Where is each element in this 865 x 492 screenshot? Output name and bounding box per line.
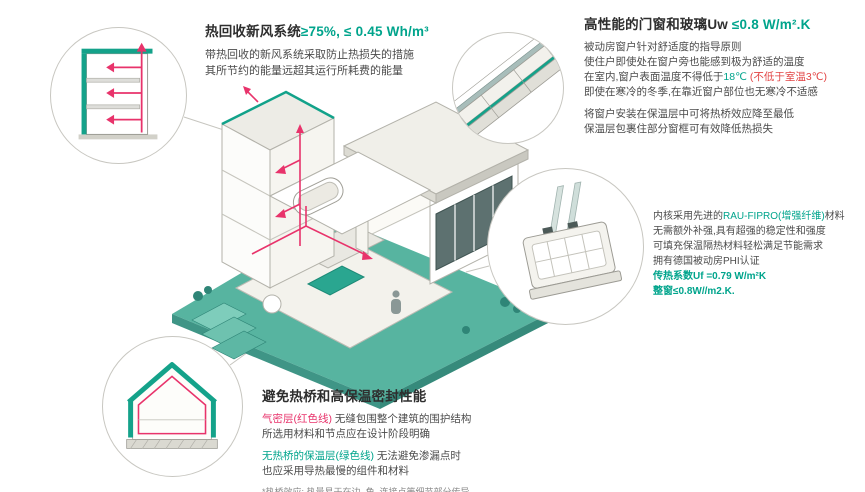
- envelope-insulation-section-detail: [126, 362, 218, 449]
- windows-title-value: ≤0.8 W/m².K: [731, 17, 811, 32]
- text-segment: 材料: [824, 211, 845, 222]
- ventilation-body: 带热回收的新风系统采取防止热损失的措施 其所节约的能量远超其运行所耗费的能量: [205, 47, 505, 79]
- text-line: 内核采用先进的RAU-FIPRO(增强纤维)材料: [653, 209, 865, 224]
- insulation-layer-label: 无热桥的保温层(绿色线): [262, 450, 374, 462]
- text-segment: 内核采用先进的: [653, 211, 723, 222]
- upper-floor-bathroom: [268, 151, 432, 235]
- thermal-title: 避免热桥和高保温密封性能: [262, 389, 427, 404]
- callout-window-profile: [487, 168, 644, 325]
- thermal-body: 气密层(红色线) 无缝包围整个建筑的围护结构 所选用材料和节点应在设计阶段明确 …: [262, 412, 592, 492]
- windows-title-uw: Uw: [707, 17, 732, 32]
- text-line: 即使在寒冷的冬季,在靠近窗户部位也无寒冷不适感: [584, 86, 818, 98]
- ventilation-ducts: [243, 86, 373, 260]
- ventilation-text-block: 热回收新风系统≥75%, ≤ 0.45 Wh/m³ 带热回收的新风系统采取防止热…: [205, 20, 505, 79]
- window-corner-detail: [453, 35, 563, 137]
- uw-window-value: 整窗≤0.8W//m2.K.: [653, 286, 735, 297]
- window-frame-profile-detail: [522, 181, 623, 300]
- profile-body: 内核采用先进的RAU-FIPRO(增强纤维)材料 无需额外补强,具有超强的稳定性…: [653, 209, 865, 299]
- text-line: 其所节约的能量远超其运行所耗费的能量: [205, 65, 403, 77]
- text-segment: 无法避免渗漏点时: [374, 450, 461, 462]
- profile-text-block: 内核采用先进的RAU-FIPRO(增强纤维)材料 无需额外补强,具有超强的稳定性…: [653, 209, 865, 299]
- garden-steps: [191, 302, 267, 360]
- ventilation-title: 热回收新风系统≥75%, ≤ 0.45 Wh/m³: [205, 20, 505, 40]
- text-line: 也应采用导热最慢的组件和材料: [262, 465, 409, 477]
- text-line: 气密层(红色线) 无缝包围整个建筑的围护结构: [262, 412, 592, 427]
- text-segment: 在室内,窗户表面温度不得低于: [584, 71, 724, 83]
- text-line: 所选用材料和节点应在设计阶段明确: [262, 428, 430, 440]
- text-segment: 无缝包围整个建筑的围护结构: [332, 413, 472, 425]
- windows-body: 被动房窗户针对舒适度的指导原则 使住户即使处在窗户旁也能感到极为舒适的温度 在室…: [584, 40, 862, 137]
- ventilation-title-value: ≥75%, ≤ 0.45 Wh/m³: [300, 24, 429, 39]
- spacer: [584, 100, 862, 107]
- uf-value: 传热系数Uf =0.79 W/m²K: [653, 271, 767, 282]
- text-line: 在室内,窗户表面温度不得低于18℃ (不低于室温3℃): [584, 70, 862, 85]
- text-line: 拥有德国被动房PHI认证: [653, 256, 760, 267]
- text-line: 带热回收的新风系统采取防止热损失的措施: [205, 49, 414, 61]
- text-line: 无热桥的保温层(绿色线) 无法避免渗漏点时: [262, 449, 592, 464]
- text-line: 可填充保温隔热材料轻松满足节能需求: [653, 241, 823, 252]
- text-line: 使住户即使处在窗户旁也能感到极为舒适的温度: [584, 56, 805, 68]
- callout-section-cutaway: [50, 27, 187, 164]
- callout-window-corner: [452, 32, 564, 144]
- windows-title-label: 高性能的门窗和玻璃: [584, 17, 708, 32]
- temperature-note: (不低于室温3℃): [746, 71, 827, 83]
- callout-envelope-section: [102, 336, 243, 477]
- windows-text-block: 高性能的门窗和玻璃Uw ≤0.8 W/m².K 被动房窗户针对舒适度的指导原则 …: [584, 13, 862, 137]
- windows-title: 高性能的门窗和玻璃Uw ≤0.8 W/m².K: [584, 13, 862, 33]
- ventilation-title-label: 热回收新风系统: [205, 24, 301, 39]
- text-line: 被动房窗户针对舒适度的指导原则: [584, 41, 742, 53]
- temperature-value: 18℃: [723, 71, 747, 83]
- text-line: 保温层包裹住部分窗框可有效降低热损失: [584, 123, 773, 135]
- building-section-detail: [78, 42, 158, 140]
- bushes: [193, 286, 521, 334]
- text-line: 无需额外补强,具有超强的稳定性和强度: [653, 226, 826, 237]
- text-line: 将窗户安装在保温层中可将热桥效应降至最低: [584, 108, 794, 120]
- person-figure: [391, 290, 401, 314]
- material-name: RAU-FIPRO(增强纤维): [723, 211, 825, 222]
- airtight-layer-label: 气密层(红色线): [262, 413, 332, 425]
- thermal-footnote: *热桥效应: 热量易于在边, 角, 连接点等细节部分传导: [262, 487, 470, 492]
- spacer: [262, 442, 592, 449]
- thermal-text-block: 避免热桥和高保温密封性能 气密层(红色线) 无缝包围整个建筑的围护结构 所选用材…: [262, 385, 592, 492]
